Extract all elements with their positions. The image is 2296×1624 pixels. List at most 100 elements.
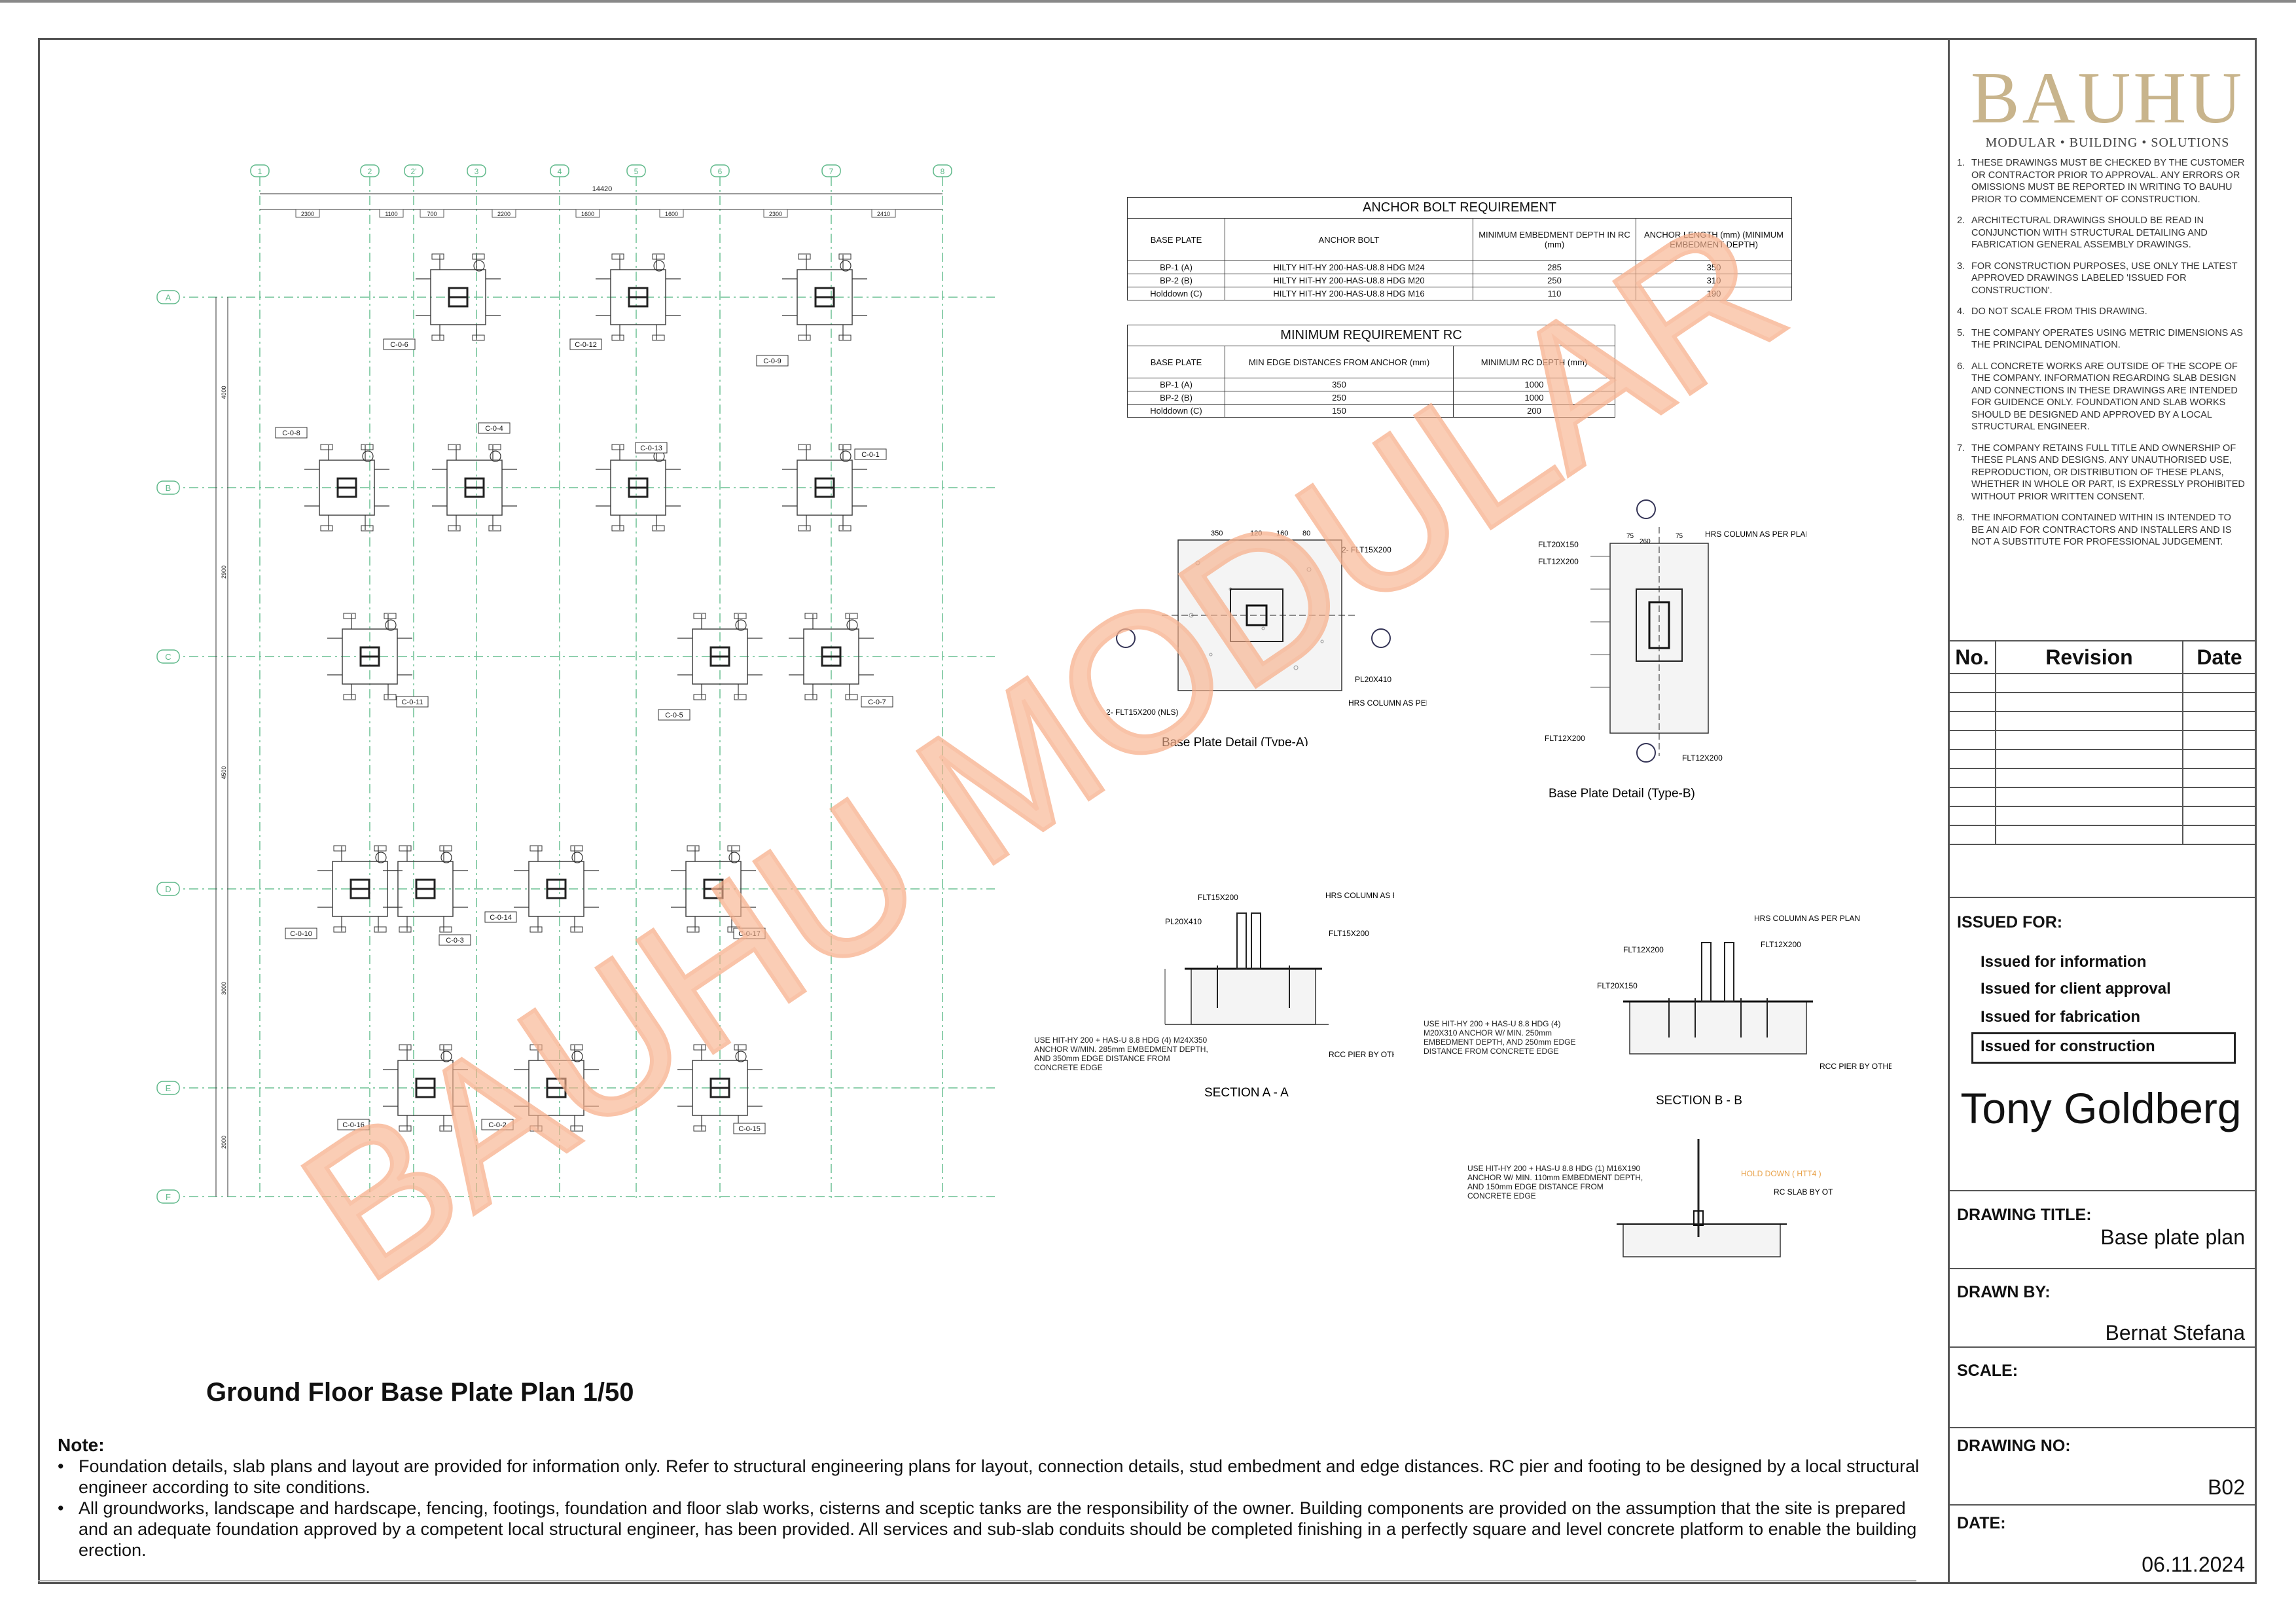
callout-label: HOLD DOWN ( HTT4 ) [1741,1169,1821,1178]
note-item: •All groundworks, landscape and hardscap… [58,1498,1917,1560]
grid-bubble-col: 5 [626,164,646,177]
note-number: 5. [1957,327,1965,338]
column-tag: C-0-7 [861,696,893,708]
anchor-table-row: BP-2 (B)HILTY HIT-HY 200-HAS-U8.8 HDG M2… [1127,274,1792,287]
column-tag: C-0-15 [733,1123,766,1134]
revision-cell [2182,730,2257,750]
note-text: Do not scale from this drawing. [1971,306,2147,317]
note-item: 5.The company operates using metric dime… [1957,327,2245,352]
revision-table: No. Revision Date [1948,640,2257,845]
svg-text:6: 6 [718,167,723,176]
revision-cell [1948,711,1996,731]
grid-bubble-col: 4 [550,164,569,177]
svg-text:A: A [166,293,171,302]
top-rule [0,0,2296,3]
dim-label: 260 [1640,538,1651,545]
revision-cell [1948,673,1996,693]
revision-cell [2182,825,2257,845]
anchor-table-title: ANCHOR BOLT REQUIREMENT [1127,197,1792,218]
svg-text:8: 8 [941,167,945,176]
divider [1948,897,2257,898]
grid-lines [170,177,995,1198]
revision-row [1948,711,2257,731]
note-text: The information contained within is inte… [1971,513,2232,547]
revision-row [1948,768,2257,788]
cell: Holddown (C) [1127,404,1225,418]
date-value: 06.11.2024 [2142,1553,2245,1576]
svg-text:7: 7 [829,167,834,176]
dim-label: 4500 [221,766,227,779]
revision-cell [2182,711,2257,731]
column-tag: C-0-9 [756,355,789,367]
grid-bubble-col: 6 [710,164,730,177]
svg-text:D: D [165,884,171,894]
svg-text:C-0-16: C-0-16 [342,1121,365,1129]
note-number: 4. [1957,306,1965,317]
revision-cell [2182,749,2257,769]
callout-label: HRS COLUMN AS PER PLAN [1705,530,1806,539]
note-item: 8.The information contained within is in… [1957,512,2245,549]
revision-cell [1995,692,2183,712]
callout-label: FLT20X150 [1538,540,1579,549]
issued-option[interactable]: Issued for information [1981,953,2147,971]
detail-title: Base Plate Detail (Type-B) [1549,787,1695,801]
anchor-bolt-table: ANCHOR BOLT REQUIREMENT BASE PLATE ANCHO… [1127,197,1792,300]
issued-option-selected[interactable]: Issued for construction [1981,1038,2155,1055]
revision-cell [2182,673,2257,693]
revision-cell [2182,692,2257,712]
cell: BP-1 (A) [1127,378,1225,391]
dim-label: 75 [1626,533,1634,540]
revision-row [1948,673,2257,693]
note-number: 3. [1957,261,1965,272]
cell: Holddown (C) [1127,287,1225,300]
grid-bubble-row: F [156,1189,180,1204]
note-number: 6. [1957,361,1965,372]
callout-label: RCC PIER BY OTHER [1329,1050,1394,1059]
cell: 310 [1636,274,1792,287]
grid-bubble-col: 7 [821,164,841,177]
issued-option[interactable]: Issued for client approval [1981,980,2171,998]
revision-row [1948,825,2257,845]
revision-header: Revision [1995,640,2183,674]
section-title: SECTION B - B [1656,1094,1742,1108]
rc-table-title: MINIMUM REQUIREMENT RC [1127,325,1615,346]
rc-requirement-table: MINIMUM REQUIREMENT RC BASE PLATE MIN ED… [1127,325,1615,418]
revision-header: No. [1948,640,1996,674]
dim-label: 2300 [769,211,782,217]
note-item: 4. Do not scale from this drawing. [1957,306,2245,318]
scale-label: SCALE: [1957,1362,2018,1380]
svg-text:C-0-15: C-0-15 [738,1125,761,1133]
svg-text:C-0-14: C-0-14 [490,914,512,922]
revision-cell [1948,749,1996,769]
issued-selected-box[interactable] [1971,1032,2236,1064]
column-tag: C-0-11 [396,696,429,708]
svg-text:1: 1 [258,167,262,176]
dim-label: 350 [1211,530,1223,537]
section-a-a: FLT15X200 PL20X410 HRS COLUMN AS PER PLA… [1034,891,1394,1100]
anchor-header: MINIMUM EMBEDMENT DEPTH IN RC (mm) [1473,218,1636,261]
column-tag: C-0-5 [658,709,691,721]
issued-option[interactable]: Issued for fabrication [1981,1008,2141,1026]
cell: HILTY HIT-HY 200-HAS-U8.8 HDG M24 [1225,261,1473,274]
svg-text:C-0-5: C-0-5 [665,712,683,719]
note-number: 1. [1957,158,1965,168]
client-name: Tony Goldberg [1960,1084,2242,1132]
svg-text:B: B [166,483,171,493]
note-heading: Note: [58,1435,105,1455]
dim-label: 3000 [221,982,227,995]
callout-label: FLT12X200 [1623,945,1664,954]
note-text: All groundworks, landscape and hardscape… [79,1498,1917,1560]
svg-text:C-0-9: C-0-9 [763,357,781,365]
callout-label: FLT15X200 [1329,929,1369,938]
grid-bubble-col: 2 [360,164,380,177]
note-item: 2.Architectural drawings should be read … [1957,215,2245,251]
anchor-table-row: BP-1 (A)HILTY HIT-HY 200-HAS-U8.8 HDG M2… [1127,261,1792,274]
divider [1948,1427,2257,1428]
dim-label: 4000 [221,386,227,399]
svg-text:3: 3 [475,167,479,176]
callout-label: HRS COLUMN AS PER PLAN [1348,698,1427,708]
